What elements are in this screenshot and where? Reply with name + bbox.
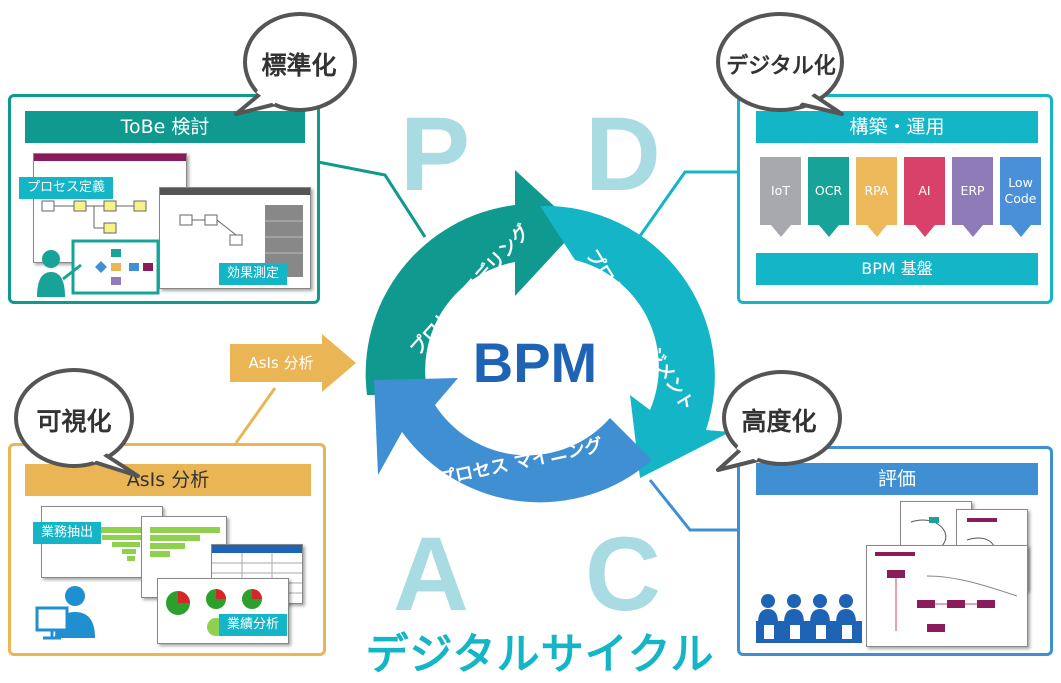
speech-bubble-digitize	[716, 12, 844, 116]
analyst-icon	[35, 586, 95, 640]
results-tag: 業績分析	[219, 614, 288, 636]
extract-tag: 業務抽出	[33, 522, 102, 544]
tool-ai: AI	[904, 157, 945, 237]
tool-arrow-icon	[818, 225, 839, 237]
tobe-header: ToBe 検討	[25, 111, 305, 143]
arc-modeling-shape	[365, 170, 578, 395]
tool-rpa: RPA	[856, 157, 897, 237]
asis-panel: AsIs 分析	[8, 443, 326, 656]
speech-bubble-visualize	[14, 368, 140, 478]
team-icon	[756, 594, 862, 643]
digital-cycle-label: デジタルサイクル	[365, 630, 715, 680]
process-definition-tag: プロセス定義	[19, 177, 114, 199]
bubble-digitize-text: デジタル化	[726, 54, 836, 79]
asis-arrow-shape	[230, 334, 356, 392]
pdca-letter-p: P	[400, 96, 471, 213]
build-panel: 構築・運用 IoT OCR RPA AI ERP Low Code BPM 基盤	[737, 94, 1053, 304]
speech-bubble-standardize	[234, 12, 357, 116]
eval-panel: 評価	[737, 446, 1053, 656]
tool-arrow-icon	[962, 225, 983, 237]
tool-label: OCR	[814, 183, 843, 199]
tool-label: IoT	[771, 183, 790, 199]
tool-label: ERP	[960, 183, 985, 199]
tobe-panel: ToBe 検討 プロセス定義 効果測定	[8, 94, 320, 304]
tool-erp: ERP	[952, 157, 993, 237]
pdca-letter-a: A	[393, 516, 469, 633]
asis-header: AsIs 分析	[25, 464, 311, 496]
arc-management-shape	[540, 205, 730, 478]
tool-arrow-icon	[866, 225, 887, 237]
tool-label: AI	[918, 183, 931, 199]
build-header: 構築・運用	[756, 111, 1038, 143]
asis-arrow-label: AsIs 分析	[248, 354, 314, 372]
tool-iot: IoT	[760, 157, 801, 237]
presenter-icon	[37, 239, 160, 297]
tool-ocr: OCR	[808, 157, 849, 237]
bubble-standardize-text: 標準化	[261, 51, 337, 80]
bubble-visualize-text: 可視化	[36, 407, 112, 436]
tool-label: RPA	[864, 183, 889, 199]
pdca-letter-d: D	[585, 96, 661, 213]
bpm-title: BPM	[473, 331, 597, 394]
bpm-base: BPM 基盤	[756, 253, 1038, 285]
speech-bubble-advance	[716, 370, 842, 472]
effect-measurement-tag: 効果測定	[219, 263, 288, 285]
tool-low-code: Low Code	[1000, 157, 1041, 237]
process-map-screenshot-3	[866, 545, 1028, 647]
eval-header: 評価	[756, 463, 1038, 495]
tool-label: Low Code	[1004, 175, 1037, 206]
tool-arrow-icon	[914, 225, 935, 237]
pdca-letter-c: C	[585, 516, 661, 633]
tool-arrow-icon	[1010, 225, 1031, 237]
bubble-advance-text: 高度化	[741, 407, 817, 436]
tool-arrow-icon	[770, 225, 791, 237]
arc-mining-shape	[374, 378, 652, 503]
